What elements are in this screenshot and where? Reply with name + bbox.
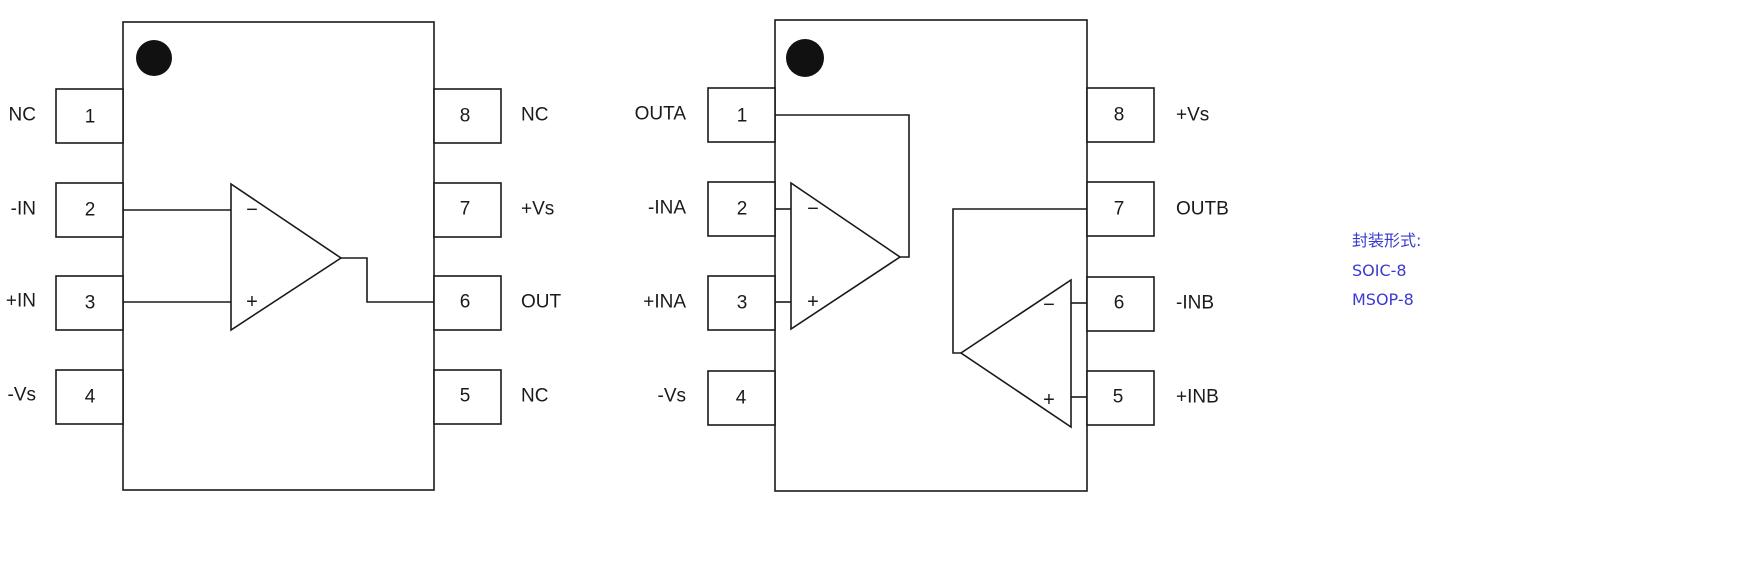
pin-number: 2 bbox=[85, 200, 96, 221]
dual-opamp-package: 1 OUTA 2 -INA 3 +INA 4 -Vs 8 +Vs 7 OUTB bbox=[635, 19, 1229, 492]
pin-number: 7 bbox=[1114, 199, 1125, 220]
pin-number: 4 bbox=[736, 388, 747, 409]
noninverting-input-sign: + bbox=[246, 291, 258, 313]
package-info: 封装形式: SOIC-8 MSOP-8 bbox=[1352, 226, 1421, 315]
pin-6: 6 OUT bbox=[433, 275, 562, 331]
pin-number: 6 bbox=[460, 292, 471, 313]
pin-label: +IN bbox=[6, 291, 36, 312]
pin-label: -Vs bbox=[8, 385, 37, 406]
pin-label: +Vs bbox=[1176, 105, 1209, 126]
pin-number: 1 bbox=[85, 107, 96, 128]
pin-number: 8 bbox=[1114, 105, 1125, 126]
pin-number: 1 bbox=[737, 106, 748, 127]
pin-number: 4 bbox=[85, 387, 96, 408]
pin-number: 3 bbox=[85, 293, 96, 314]
pin-7: 7 +Vs bbox=[433, 182, 554, 238]
pin-number: 6 bbox=[1114, 293, 1125, 314]
package-info-title: 封装形式: bbox=[1352, 231, 1422, 250]
ic-body bbox=[122, 21, 435, 491]
pin-number: 5 bbox=[1113, 387, 1124, 408]
pin-label: -Vs bbox=[658, 386, 687, 407]
pin-8: 8 +Vs bbox=[1086, 87, 1209, 143]
pin-number: 3 bbox=[737, 293, 748, 314]
pin-4: 4 -Vs bbox=[658, 370, 776, 426]
opamp-b-symbol: − + bbox=[959, 278, 1072, 429]
pin-label: NC bbox=[521, 386, 548, 407]
inverting-input-sign: − bbox=[807, 198, 819, 220]
noninverting-input-sign: + bbox=[1043, 389, 1055, 411]
pin-label: NC bbox=[521, 105, 548, 126]
pin-number: 5 bbox=[460, 386, 471, 407]
pin-6: 6 -INB bbox=[1086, 276, 1214, 332]
pin-3: 3 +INA bbox=[643, 275, 776, 331]
opamp-a-symbol: − + bbox=[790, 181, 902, 331]
pin-8: 8 NC bbox=[433, 88, 548, 144]
pin-label: -INB bbox=[1176, 293, 1214, 314]
single-opamp-package: 1 NC 2 -IN 3 +IN 4 -Vs 8 NC 7 +Vs bbox=[6, 21, 562, 491]
pin-3: 3 +IN bbox=[6, 275, 124, 331]
pin-1: 1 NC bbox=[9, 88, 124, 144]
pin-label: +Vs bbox=[521, 199, 554, 220]
wire-output-to-pin6 bbox=[341, 257, 434, 303]
pin-number: 8 bbox=[460, 106, 471, 127]
pin-label: NC bbox=[9, 105, 36, 126]
pin-1: 1 OUTA bbox=[635, 87, 776, 143]
package-soic8: SOIC-8 bbox=[1352, 260, 1407, 280]
pin-label: OUT bbox=[521, 292, 562, 313]
pin-2: 2 -INA bbox=[648, 181, 776, 237]
pin1-indicator-dot bbox=[786, 39, 824, 77]
noninverting-input-sign: + bbox=[807, 291, 819, 313]
pin-label: OUTB bbox=[1176, 199, 1229, 220]
wire-opamp-b-output-to-pin7 bbox=[952, 208, 1087, 354]
pin-label: -IN bbox=[11, 199, 36, 220]
pin-7: 7 OUTB bbox=[1086, 181, 1229, 237]
package-msop8: MSOP-8 bbox=[1352, 290, 1414, 309]
pin-2: 2 -IN bbox=[11, 182, 124, 238]
pin-label: -INA bbox=[648, 198, 686, 219]
opamp-symbol: − + bbox=[230, 182, 343, 332]
pin-5: 5 +INB bbox=[1086, 370, 1219, 426]
pin-number: 7 bbox=[460, 199, 471, 220]
pin-5: 5 NC bbox=[433, 369, 548, 425]
pin-label: +INA bbox=[643, 292, 686, 313]
pin-number: 2 bbox=[737, 199, 748, 220]
inverting-input-sign: − bbox=[246, 199, 258, 221]
inverting-input-sign: − bbox=[1043, 294, 1055, 316]
pin1-indicator-dot bbox=[136, 40, 172, 76]
ic-body bbox=[774, 19, 1088, 492]
pin-4: 4 -Vs bbox=[8, 369, 124, 425]
wire-opamp-a-output-to-pin1 bbox=[775, 114, 910, 258]
pin-label: OUTA bbox=[635, 104, 687, 125]
pin-label: +INB bbox=[1176, 387, 1219, 408]
